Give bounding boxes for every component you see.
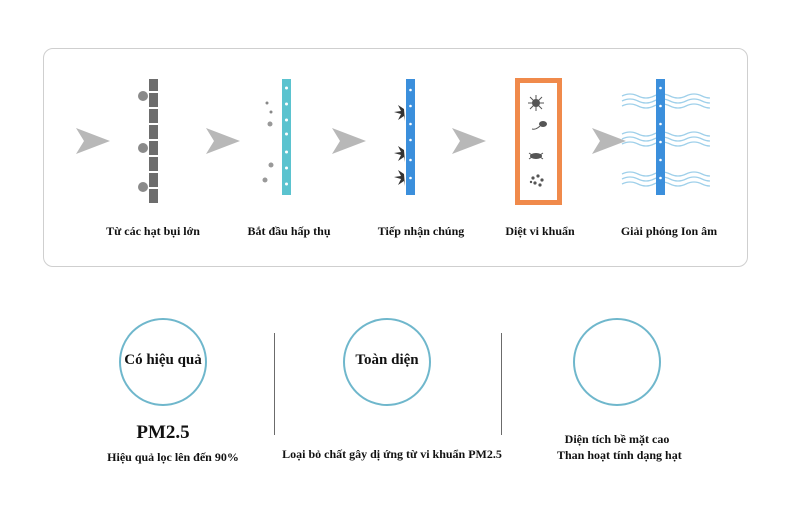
step-label-release-ion: Giải phóng Ion âm [620,224,718,238]
feature-description-effective: Hiệu quả lọc lên đến 90% [107,450,239,464]
step-label-kill-bacteria: Diệt vi khuẩn [505,224,575,238]
feature-title-comprehensive: Toàn diện [355,352,419,368]
step-label-large-dust: Từ các hạt bụi lớn [106,224,200,238]
step-label-absorb: Bắt đầu hấp thụ [247,224,331,238]
process-panel [43,48,748,267]
divider [501,333,502,435]
chevron-arrow-icon [592,128,626,154]
negative-ion-icon [621,79,710,195]
feature-circle-comprehensive [343,318,431,406]
chevron-arrow-icon [452,128,486,154]
feature-description-carbon: Than hoạt tính dạng hạt [557,448,682,462]
step-label-capture: Tiếp nhận chúng [377,224,465,238]
bacteria-kill-icon [515,78,562,205]
chevron-arrow-icon [76,128,110,154]
feature-description-surface: Diện tích bề mặt cao [564,432,670,446]
absorption-filter-icon [262,79,291,195]
feature-circle-effective [119,318,207,406]
divider [274,333,275,435]
feature-description-comprehensive: Loại bỏ chất gây dị ứng từ vi khuẩn PM2.… [282,447,502,461]
feature-headline-pm25: PM2.5 [136,422,190,443]
chevron-arrow-icon [332,128,366,154]
feature-circle-carbon [573,318,661,406]
chevron-arrow-icon [206,128,240,154]
capture-filter-icon [394,79,415,195]
feature-title-effective: Có hiệu quả [124,352,202,368]
large-dust-filter-icon [138,79,158,203]
